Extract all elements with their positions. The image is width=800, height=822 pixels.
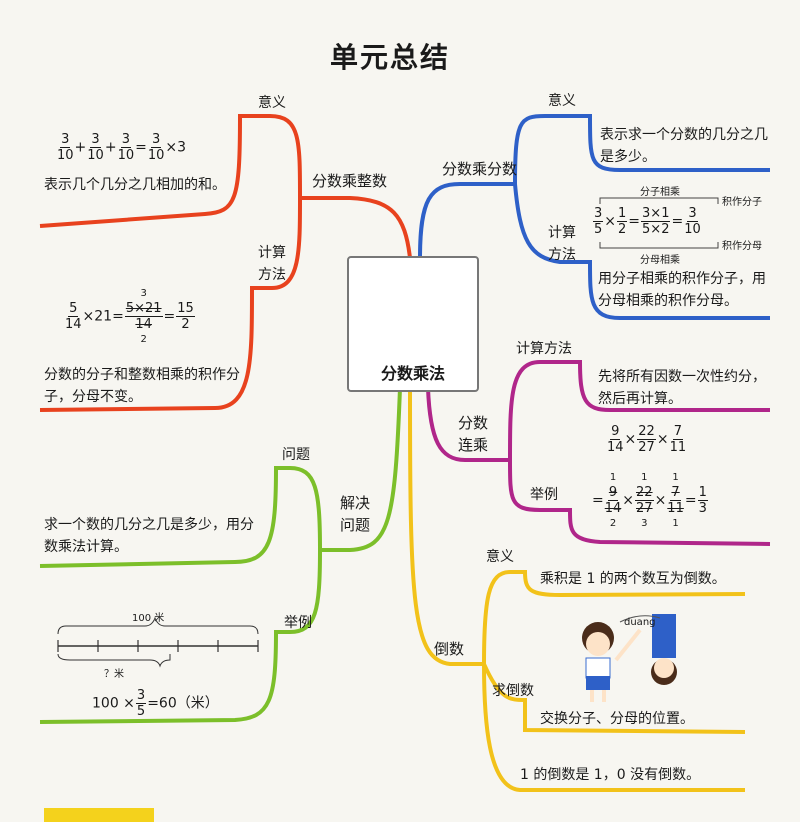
branch-e-find-label: 求倒数 [492, 683, 534, 699]
branch-a-calc-label: 计算方法 [258, 245, 286, 283]
branch-a-calc-text: 分数的分子和整数相乘的积作分子，分母不变。 [44, 367, 240, 405]
branch-b-calc-label: 计算方法 [548, 225, 576, 263]
red-branch-line-2 [39, 197, 302, 412]
branch-b-meaning-text: 表示求一个分数的几分之几是多少。 [600, 127, 768, 165]
branch-d-example-label: 举例 [284, 615, 312, 631]
branch-c-label: 分数连乘 [458, 414, 489, 454]
blue-branch-line [418, 114, 770, 259]
ann-bottom: 分母相乘 [640, 255, 680, 266]
yellow-branch-line [408, 387, 746, 666]
ann-right-2: 积作分母 [722, 241, 762, 252]
red-branch-line [39, 114, 412, 259]
segment-brace-bottom [57, 653, 171, 668]
branch-c-calc-text: 先将所有因数一次性约分，然后再计算。 [598, 369, 766, 407]
branch-e-find-text: 交换分子、分母的位置。 [540, 711, 694, 727]
yellow-branch-line-3 [482, 663, 746, 734]
branch-a-meaning-text: 表示几个几分之几相加的和。 [44, 177, 226, 193]
branch-d-question-text: 求一个数的几分之几是多少，用分数乘法计算。 [44, 517, 254, 555]
green-branch-line-2 [39, 549, 322, 724]
center-label: 分数乘法 [380, 364, 445, 383]
segment-brace [57, 616, 259, 635]
blue-branch-line-2 [513, 183, 770, 320]
bottom-bracket [599, 242, 719, 249]
ann-right-1: 积作分子 [722, 197, 762, 208]
branch-d-label: 解决问题 [340, 494, 371, 534]
branch-a-meaning-label: 意义 [258, 95, 286, 111]
center-node: 分数乘法 [347, 256, 479, 392]
branch-b-meaning-label: 意义 [548, 93, 576, 109]
yellow-branch-line-2 [482, 663, 745, 792]
reciprocal-illustration [582, 614, 677, 702]
branch-c-calc-label: 计算方法 [516, 341, 572, 357]
branch-d-question-label: 问题 [282, 447, 310, 463]
segment-top-label: 100 米 [132, 613, 165, 624]
branch-e-note: 1 的倒数是 1，0 没有倒数。 [520, 767, 701, 783]
purple-branch-line-2 [508, 459, 771, 546]
purple-branch-line [426, 360, 770, 462]
ann-top: 分子相乘 [640, 187, 680, 198]
sound-label: duang [624, 617, 656, 628]
bottom-tag [44, 808, 154, 822]
top-bracket [599, 197, 719, 204]
branch-e-label: 倒数 [434, 640, 465, 658]
branch-e-meaning-text: 乘积是 1 的两个数互为倒数。 [540, 571, 726, 587]
branch-e-meaning-label: 意义 [486, 549, 514, 565]
branch-c-example-label: 举例 [530, 487, 558, 503]
branch-b-label: 分数乘分数 [442, 160, 518, 178]
segment-bottom-label: ？米 [104, 669, 124, 680]
branch-b-calc-text: 用分子相乘的积作分子，用分母相乘的积作分母。 [598, 271, 766, 309]
green-branch-line [39, 387, 402, 568]
branch-a-label: 分数乘整数 [312, 172, 388, 190]
page-title: 单元总结 [330, 41, 451, 74]
